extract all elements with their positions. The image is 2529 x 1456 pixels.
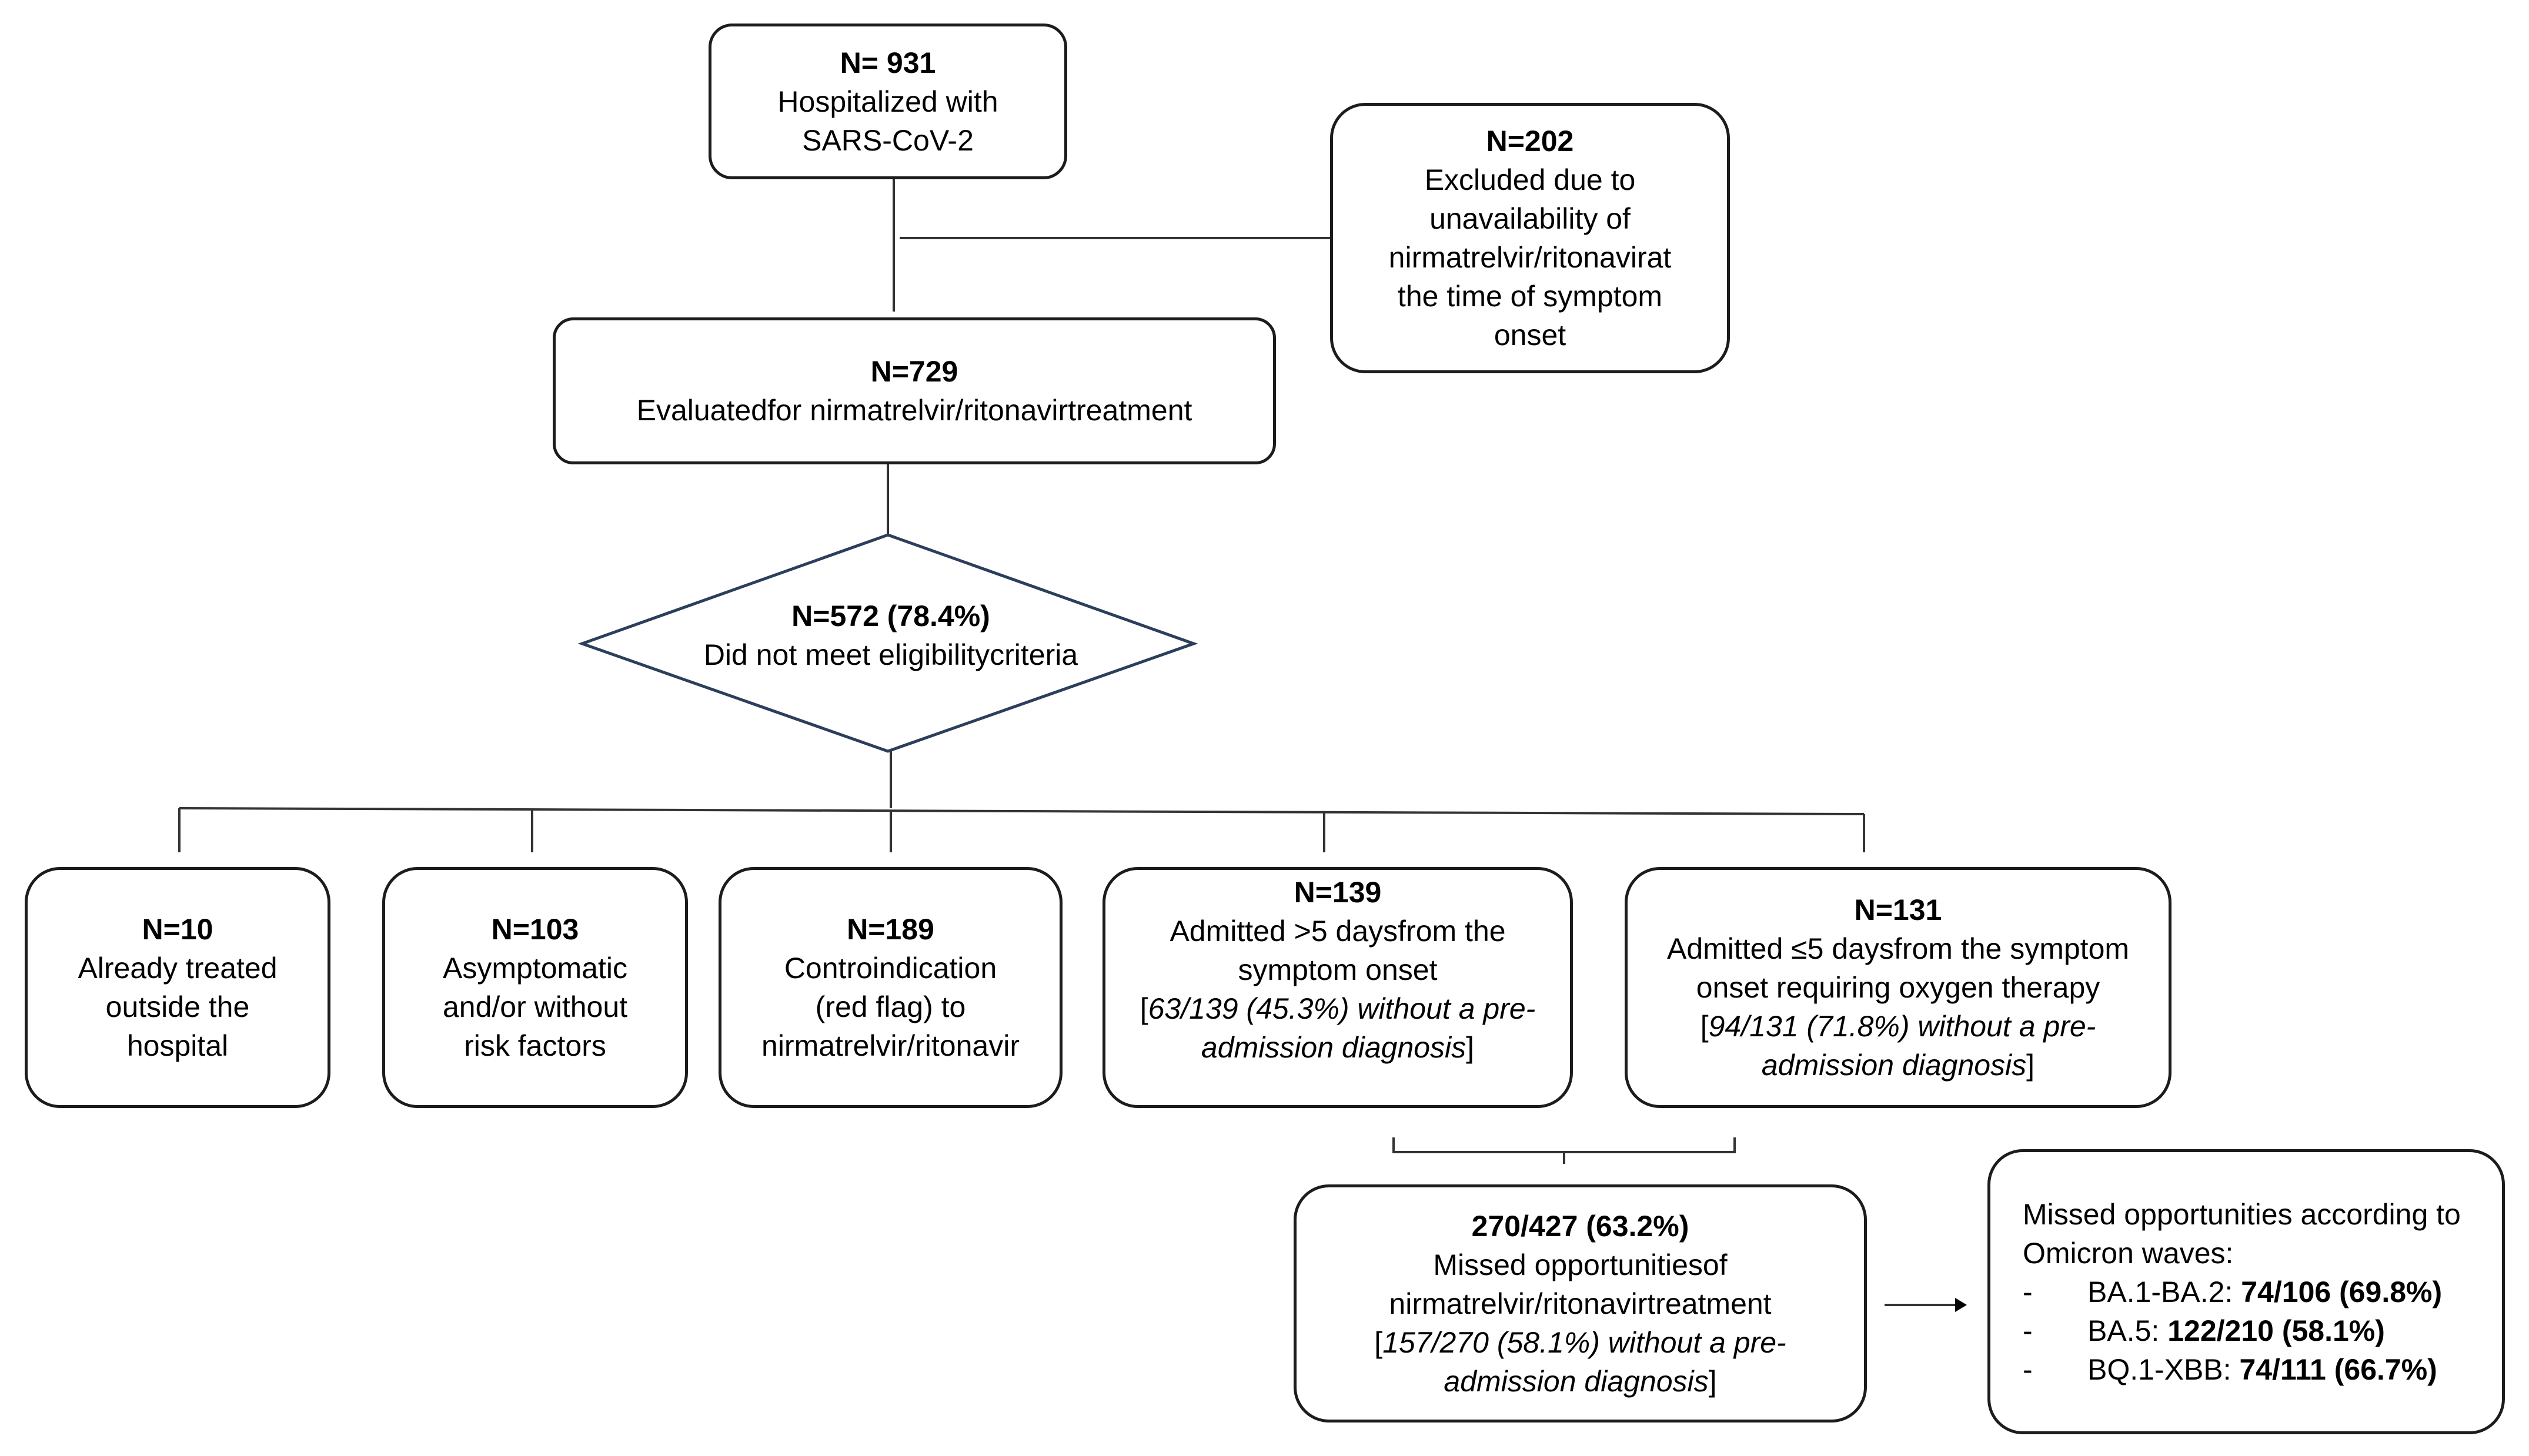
evaluated-box: N=729 Evaluatedfor nirmatrelvir/ritonavi… bbox=[553, 317, 1276, 464]
missed-label-2: nirmatrelvir/ritonavirtreatment bbox=[1389, 1287, 1772, 1320]
evaluated-count: N=729 bbox=[870, 355, 958, 388]
excluded-label-5: onset bbox=[1494, 319, 1566, 352]
asymptomatic-label-3: risk factors bbox=[464, 1029, 606, 1062]
bracket-open: [ bbox=[1374, 1326, 1383, 1359]
bracket-open: [ bbox=[1140, 992, 1148, 1025]
already-treated-label-2: outside the bbox=[105, 990, 250, 1023]
not-eligible-count: N=572 (78.4%) bbox=[791, 600, 990, 632]
wave-dash: - bbox=[2023, 1314, 2033, 1347]
omicron-waves-box: Missed opportunities according to Omicro… bbox=[1987, 1149, 2505, 1434]
bracket-close: ] bbox=[2026, 1049, 2035, 1082]
excluded-box: N=202 Excluded due to unavailability of … bbox=[1330, 103, 1730, 373]
already-treated-box: N=10 Already treated outside the hospita… bbox=[25, 867, 330, 1108]
not-eligible-label: Did not meet eligibilitycriteria bbox=[703, 638, 1078, 671]
admitted-gt5-note-text-1: 63/139 (45.3%) without a pre- bbox=[1148, 992, 1536, 1025]
excluded-label-4: the time of symptom bbox=[1397, 280, 1663, 313]
admitted-le5-note-1: [94/131 (71.8%) without a pre- bbox=[1701, 1007, 2096, 1046]
excluded-label-3: nirmatrelvir/ritonavirat bbox=[1388, 241, 1672, 274]
admitted-le5-note-2: admission diagnosis] bbox=[1762, 1046, 2034, 1085]
excluded-count: N=202 bbox=[1486, 125, 1574, 158]
eligibility-diamond bbox=[577, 533, 1198, 753]
wave-dash: - bbox=[2023, 1353, 2033, 1386]
contraindication-count: N=189 bbox=[847, 913, 934, 946]
wave-value: 122/210 (58.1%) bbox=[2167, 1314, 2385, 1347]
admitted-gt5-count: N=139 bbox=[1294, 876, 1382, 909]
missed-note-text-2: admission diagnosis bbox=[1444, 1364, 1709, 1398]
admitted-gt5-note-1: [63/139 (45.3%) without a pre- bbox=[1140, 989, 1536, 1028]
admitted-le5-label-1: Admitted ≤5 daysfrom the symptom bbox=[1666, 932, 2130, 965]
hospitalized-label-1: Hospitalized with bbox=[777, 85, 998, 118]
contraindication-label-3: nirmatrelvir/ritonavir bbox=[761, 1029, 1020, 1062]
hospitalized-box: N= 931 Hospitalized with SARS-CoV-2 bbox=[709, 24, 1067, 179]
missed-label-1: Missed opportunitiesof bbox=[1433, 1248, 1728, 1281]
missed-note-text-1: 157/270 (58.1%) without a pre- bbox=[1382, 1326, 1786, 1359]
missed-opportunities-box: 270/427 (63.2%) Missed opportunitiesof n… bbox=[1294, 1184, 1867, 1422]
asymptomatic-count: N=103 bbox=[491, 913, 579, 946]
wave-dash: - bbox=[2023, 1275, 2033, 1308]
wave-label: BA.5: bbox=[2087, 1314, 2160, 1347]
waves-title-2: Omicron waves: bbox=[2023, 1236, 2234, 1270]
admitted-le5-box: N=131 Admitted ≤5 daysfrom the symptom o… bbox=[1625, 867, 2171, 1108]
admitted-gt5-label-1: Admitted >5 daysfrom the bbox=[1170, 915, 1506, 948]
admitted-le5-count: N=131 bbox=[1854, 893, 1942, 926]
wave-row: - BA.1-BA.2: 74/106 (69.8%) bbox=[2023, 1273, 2442, 1311]
excluded-label-1: Excluded due to bbox=[1424, 163, 1636, 196]
admitted-gt5-box: N=139 Admitted >5 daysfrom the symptom o… bbox=[1103, 867, 1573, 1108]
hospitalized-label-2: SARS-CoV-2 bbox=[802, 123, 974, 157]
bracket-open: [ bbox=[1700, 1010, 1709, 1043]
missed-note-2: admission diagnosis] bbox=[1444, 1362, 1716, 1401]
admitted-le5-label-2: onset requiring oxygen therapy bbox=[1696, 971, 2100, 1004]
admitted-le5-note-text-1: 94/131 (71.8%) without a pre- bbox=[1708, 1010, 2096, 1043]
admitted-gt5-label-2: symptom onset bbox=[1238, 953, 1438, 986]
contraindication-label-1: Controindication bbox=[784, 952, 997, 985]
contraindication-box: N=189 Controindication (red flag) to nir… bbox=[719, 867, 1063, 1108]
wave-label: BA.1-BA.2: bbox=[2087, 1275, 2233, 1308]
waves-title-1: Missed opportunities according to bbox=[2023, 1197, 2461, 1231]
wave-row: - BQ.1-XBB: 74/111 (66.7%) bbox=[2023, 1350, 2437, 1389]
wave-row: - BA.5: 122/210 (58.1%) bbox=[2023, 1311, 2385, 1350]
bracket-close: ] bbox=[1708, 1364, 1717, 1398]
not-eligible-text: N=572 (78.4%) Did not meet eligibilitycr… bbox=[588, 597, 1194, 674]
asymptomatic-box: N=103 Asymptomatic and/or without risk f… bbox=[382, 867, 688, 1108]
admitted-gt5-note-text-2: admission diagnosis bbox=[1201, 1031, 1466, 1064]
wave-label: BQ.1-XBB: bbox=[2087, 1353, 2231, 1386]
already-treated-count: N=10 bbox=[142, 913, 213, 946]
wave-value: 74/106 (69.8%) bbox=[2241, 1275, 2443, 1308]
asymptomatic-label-1: Asymptomatic bbox=[443, 952, 627, 985]
missed-note-1: [157/270 (58.1%) without a pre- bbox=[1374, 1323, 1786, 1362]
wave-value: 74/111 (66.7%) bbox=[2239, 1353, 2437, 1386]
admitted-gt5-note-2: admission diagnosis] bbox=[1201, 1028, 1474, 1067]
missed-count: 270/427 (63.2%) bbox=[1471, 1209, 1689, 1243]
contraindication-label-2: (red flag) to bbox=[815, 990, 966, 1023]
hospitalized-count: N= 931 bbox=[840, 46, 936, 79]
evaluated-label: Evaluatedfor nirmatrelvir/ritonavirtreat… bbox=[636, 394, 1192, 427]
already-treated-label-1: Already treated bbox=[78, 952, 278, 985]
asymptomatic-label-2: and/or without bbox=[442, 990, 628, 1023]
already-treated-label-3: hospital bbox=[126, 1029, 229, 1062]
bracket-close: ] bbox=[1466, 1031, 1475, 1064]
excluded-label-2: unavailability of bbox=[1429, 202, 1631, 235]
admitted-le5-note-text-2: admission diagnosis bbox=[1761, 1049, 2027, 1082]
